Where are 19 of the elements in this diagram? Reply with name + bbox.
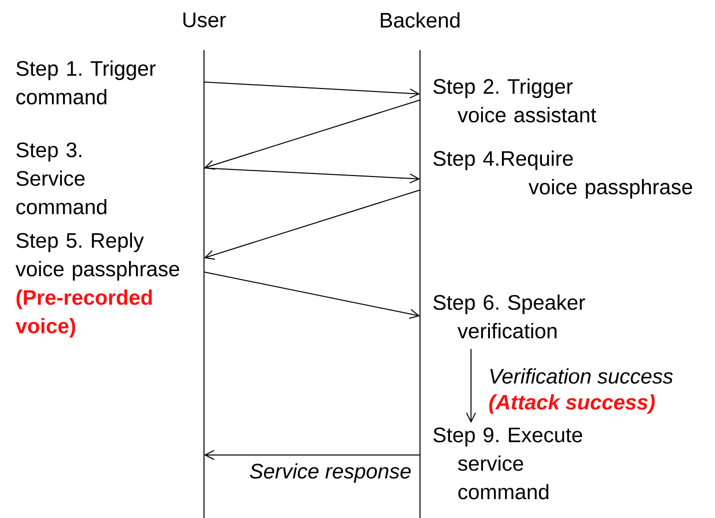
edge-label: Verification success — [488, 367, 674, 385]
step-text: Step 5. Reply voice passphrase (Pre-recorded voice) — [16, 232, 180, 338]
participant-label: Backend — [380, 12, 460, 28]
arrow — [204, 190, 420, 260]
arrow — [204, 450, 420, 460]
step-text: Step 3. Service command — [16, 142, 106, 214]
arrow — [204, 82, 420, 98]
step-text: Step 2. Trigger voice assistant — [433, 78, 596, 122]
step-text: Step 9. Execute service command — [433, 428, 582, 500]
arrow — [204, 100, 420, 170]
edge-label: Service response — [248, 462, 412, 484]
step-text: Step 4.Require voice passphrase — [433, 150, 692, 199]
note: (Attack success) — [489, 394, 655, 414]
arrow — [204, 272, 420, 319]
step-text: Step 1. Trigger command — [16, 60, 156, 104]
participant-label: User — [183, 12, 226, 28]
arrow — [204, 168, 420, 184]
arrow — [466, 348, 476, 423]
step-text: Step 6. Speaker verification — [433, 294, 586, 338]
